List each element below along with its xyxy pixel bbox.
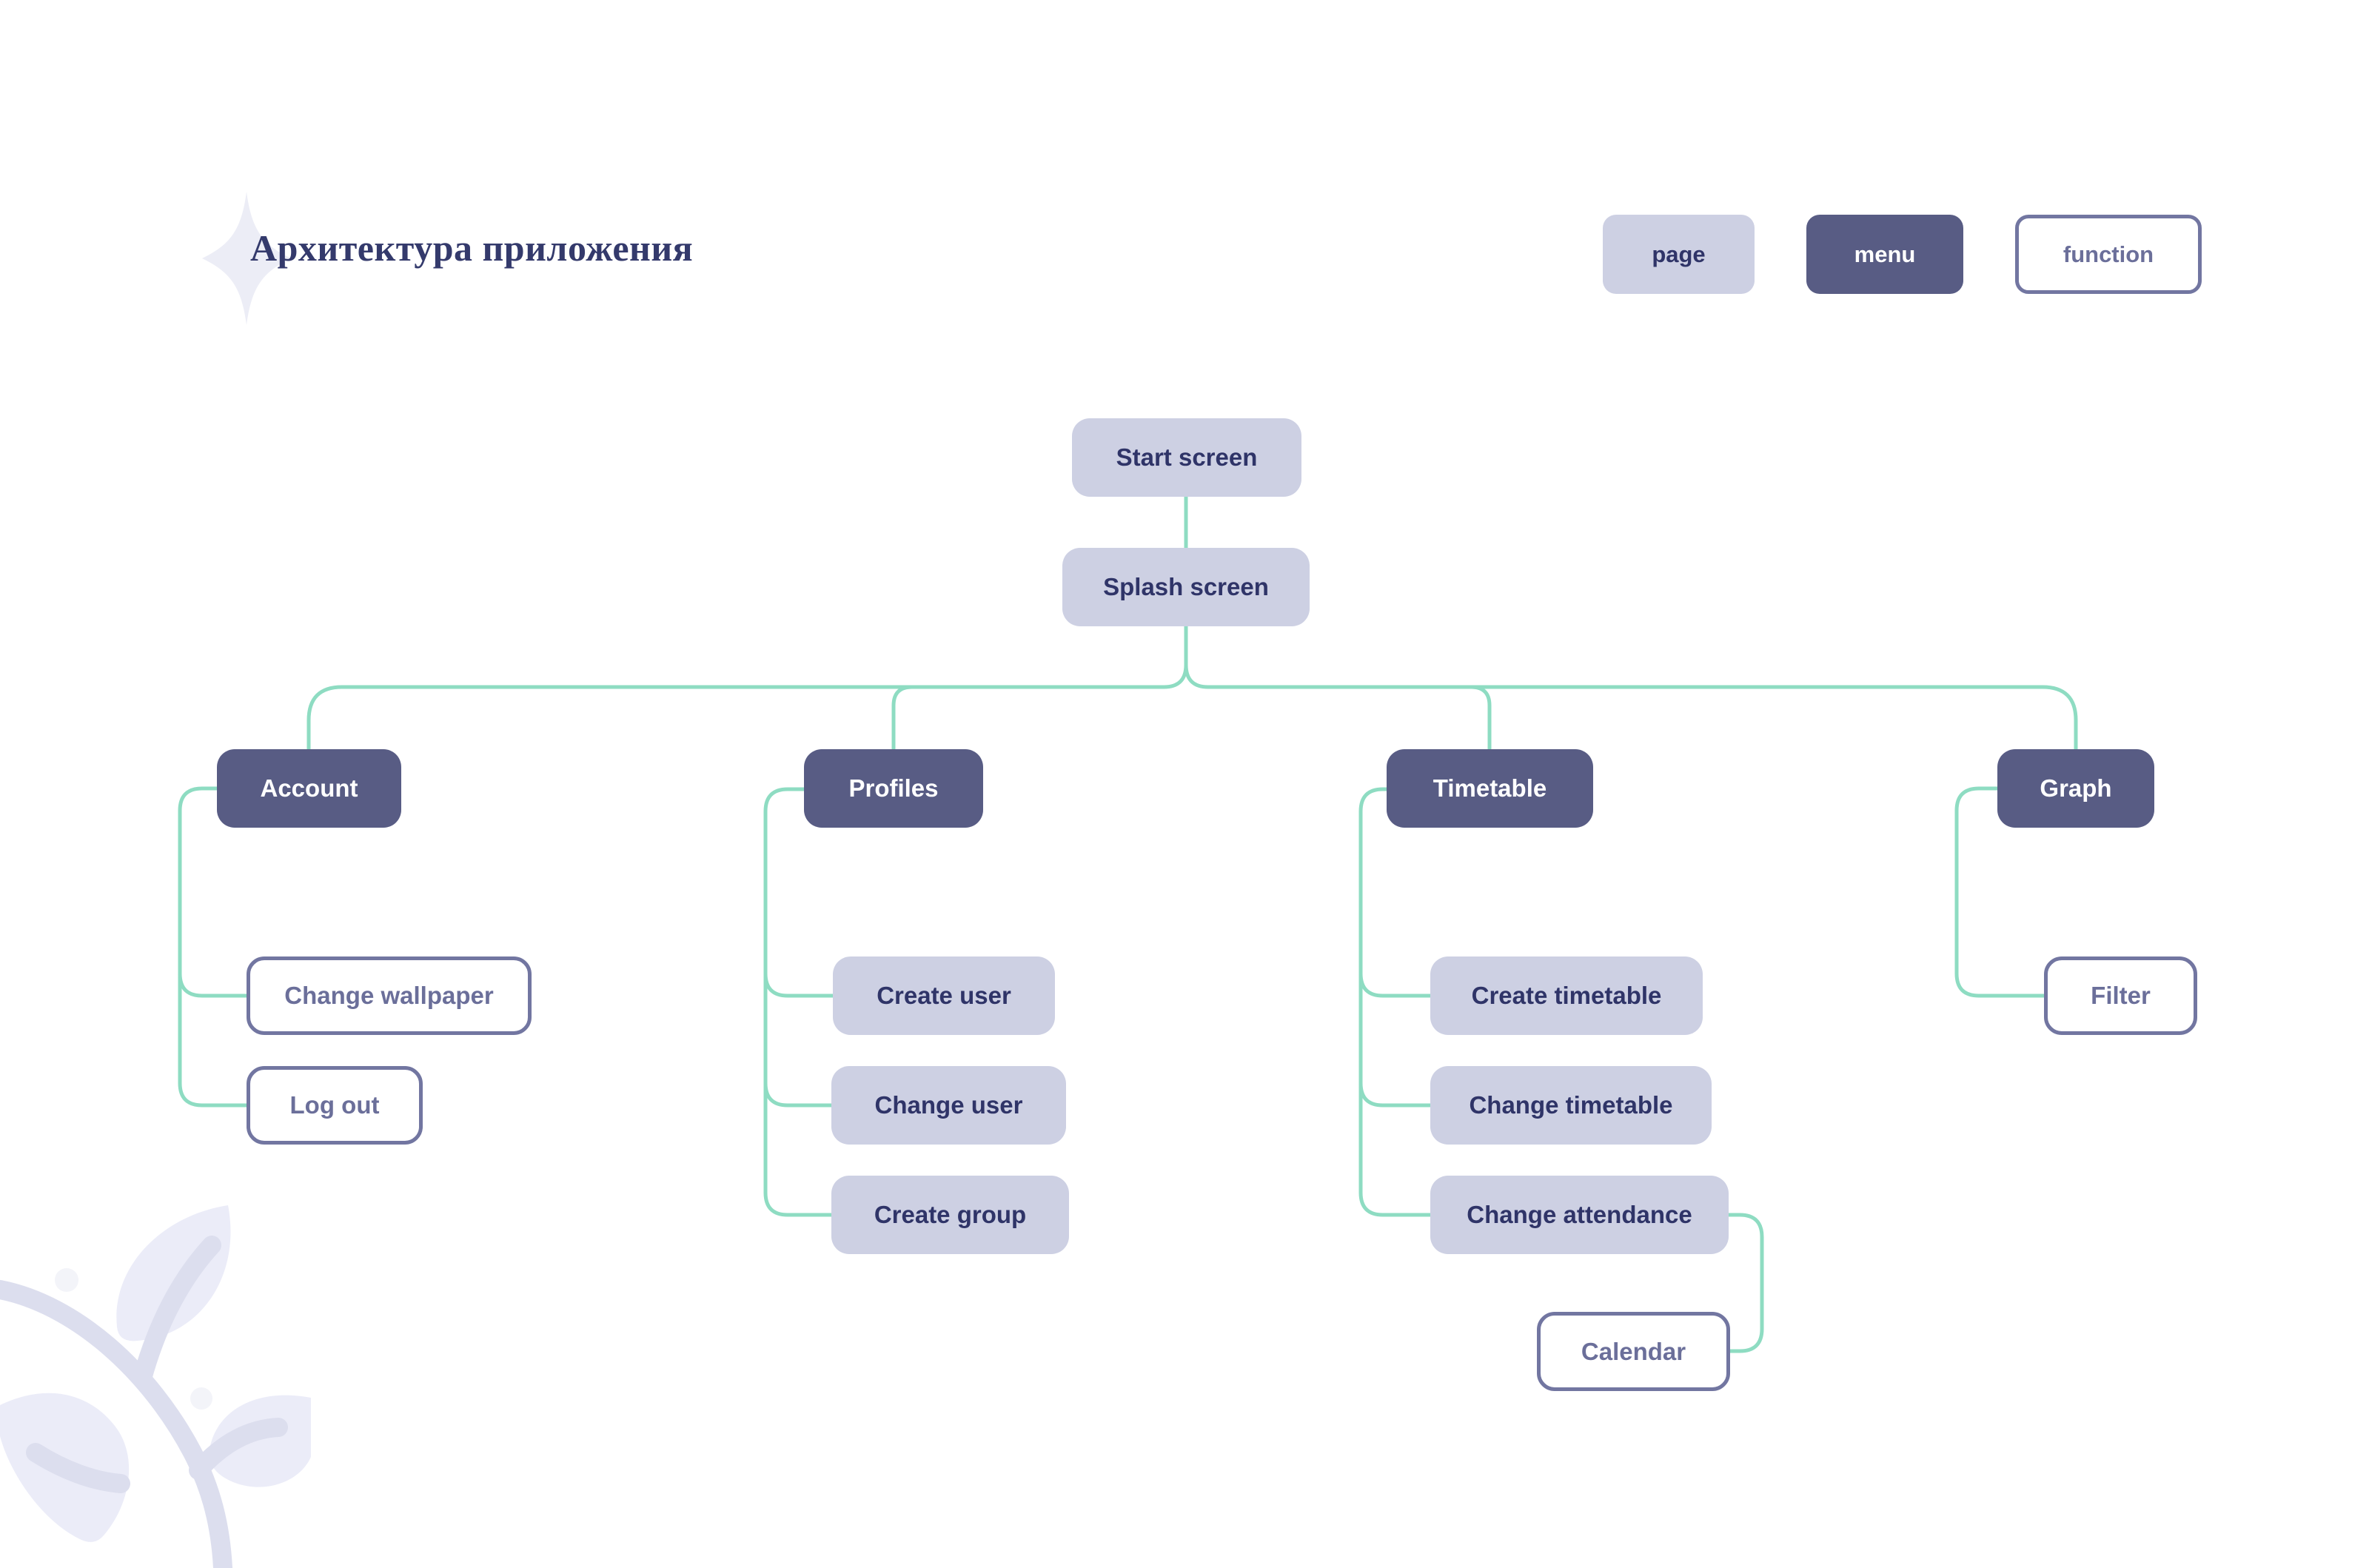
node-profiles: Profiles bbox=[804, 749, 983, 828]
legend-page-chip: page bbox=[1603, 215, 1755, 294]
node-create-timetable: Create timetable bbox=[1430, 956, 1703, 1035]
node-timetable: Timetable bbox=[1387, 749, 1593, 828]
plant-decoration bbox=[0, 1205, 311, 1568]
node-create-group: Create group bbox=[831, 1176, 1069, 1254]
page-title: Архитектура приложения bbox=[250, 227, 694, 269]
node-change-user: Change user bbox=[831, 1066, 1066, 1145]
node-start-screen: Start screen bbox=[1072, 418, 1301, 497]
node-calendar: Calendar bbox=[1537, 1312, 1730, 1391]
node-log-out: Log out bbox=[247, 1066, 423, 1145]
node-splash-screen: Splash screen bbox=[1062, 548, 1310, 626]
node-create-user: Create user bbox=[833, 956, 1055, 1035]
node-change-attendance: Change attendance bbox=[1430, 1176, 1729, 1254]
node-account: Account bbox=[217, 749, 401, 828]
legend-function-chip: function bbox=[2015, 215, 2202, 294]
node-change-wallpaper: Change wallpaper bbox=[247, 956, 532, 1035]
node-filter: Filter bbox=[2044, 956, 2197, 1035]
node-change-timetable: Change timetable bbox=[1430, 1066, 1712, 1145]
legend-menu-chip: menu bbox=[1806, 215, 1963, 294]
node-graph: Graph bbox=[1997, 749, 2154, 828]
